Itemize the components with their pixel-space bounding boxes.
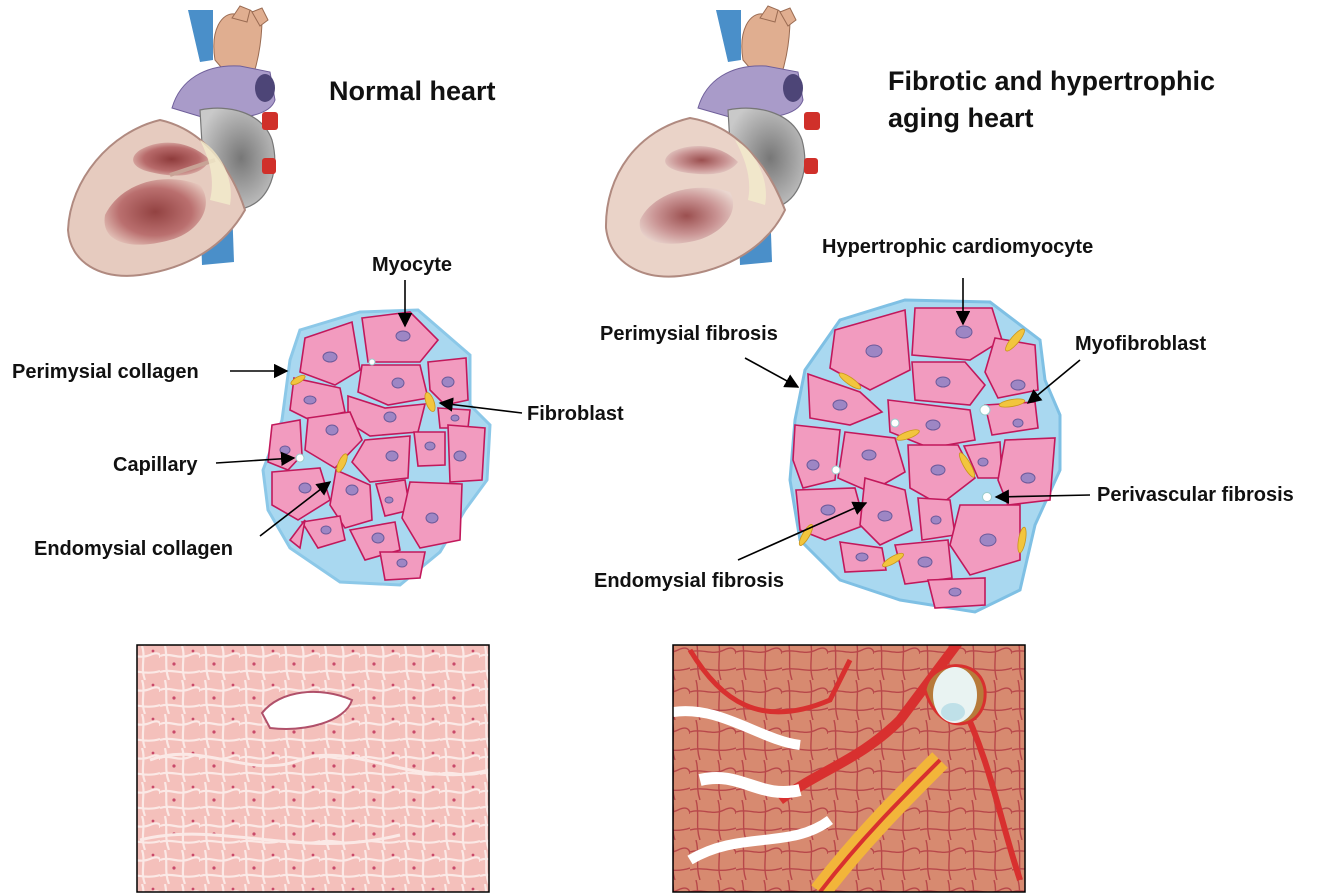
normal-nucleus [326,425,338,435]
normal-myocyte-cell [448,425,485,482]
aging-nucleus [926,420,940,430]
aging-nucleus [1011,380,1025,390]
normal-histology-panel [137,645,489,892]
normal-nucleus [280,446,290,454]
aging-capillary [980,405,990,415]
aging-capillary [832,466,840,474]
label-hypertrophic-cardiomyocyte: Hypertrophic cardiomyocyte [822,236,1093,258]
fibrotic-histology-panel [673,640,1025,892]
aging-nucleus [862,450,876,460]
label-endomysial-collagen: Endomysial collagen [34,538,233,560]
normal-nucleus [384,412,396,422]
normal-nucleus [392,378,404,388]
aging-nucleus [821,505,835,515]
label-myofibroblast: Myofibroblast [1075,333,1206,355]
aging-nucleus [1021,473,1035,483]
label-perimysial-fibrosis: Perimysial fibrosis [600,323,778,345]
aging-nucleus [807,460,819,470]
normal-nucleus [386,451,398,461]
label-myocyte: Myocyte [372,254,452,276]
normal-nucleus [425,442,435,450]
label-perimysial-collagen: Perimysial collagen [12,361,199,383]
aging-nucleus [956,326,972,338]
normal-nucleus [442,377,454,387]
normal-tissue-schematic [263,310,490,585]
normal-nucleus [397,559,407,567]
label-perivascular-fibrosis: Perivascular fibrosis [1097,484,1294,506]
aging-nucleus [833,400,847,410]
aging-heart-illustration [606,6,820,277]
aging-capillary [891,419,899,427]
normal-nucleus [451,415,459,421]
normal-nucleus [385,497,393,503]
aging-heart-title-line-2: aging heart [888,103,1034,133]
aging-nucleus [1013,419,1023,427]
leader-perimysial-fibrosis [745,358,798,387]
aging-capillary [983,493,992,502]
normal-heart-illustration [68,6,278,276]
normal-nucleus [304,396,316,404]
aging-nucleus [949,588,961,596]
aging-tissue-schematic [790,300,1060,612]
label-capillary: Capillary [113,454,198,476]
aging-nucleus [878,511,892,521]
aging-heart-title-line-1: Fibrotic and hypertrophic [888,66,1215,96]
normal-nucleus [323,352,337,362]
normal-nucleus [299,483,311,493]
normal-nucleus [426,513,438,523]
aging-nucleus [866,345,882,357]
normal-capillary [369,359,375,365]
normal-heart-title: Normal heart [329,76,496,106]
aging-nucleus [856,553,868,561]
normal-capillary [296,454,304,462]
normal-nucleus [346,485,358,495]
aging-nucleus [980,534,996,546]
normal-nucleus [454,451,466,461]
label-fibroblast: Fibroblast [527,403,624,425]
normal-nucleus [321,526,331,534]
label-endomysial-fibrosis: Endomysial fibrosis [594,570,784,592]
aging-nucleus [931,465,945,475]
aging-nucleus [936,377,950,387]
aging-nucleus [918,557,932,567]
aging-myocyte-cell [793,425,840,488]
aging-nucleus [978,458,988,466]
normal-nucleus [372,533,384,543]
aging-myocyte-cell [998,438,1055,505]
aging-nucleus [931,516,941,524]
normal-nucleus [396,331,410,341]
